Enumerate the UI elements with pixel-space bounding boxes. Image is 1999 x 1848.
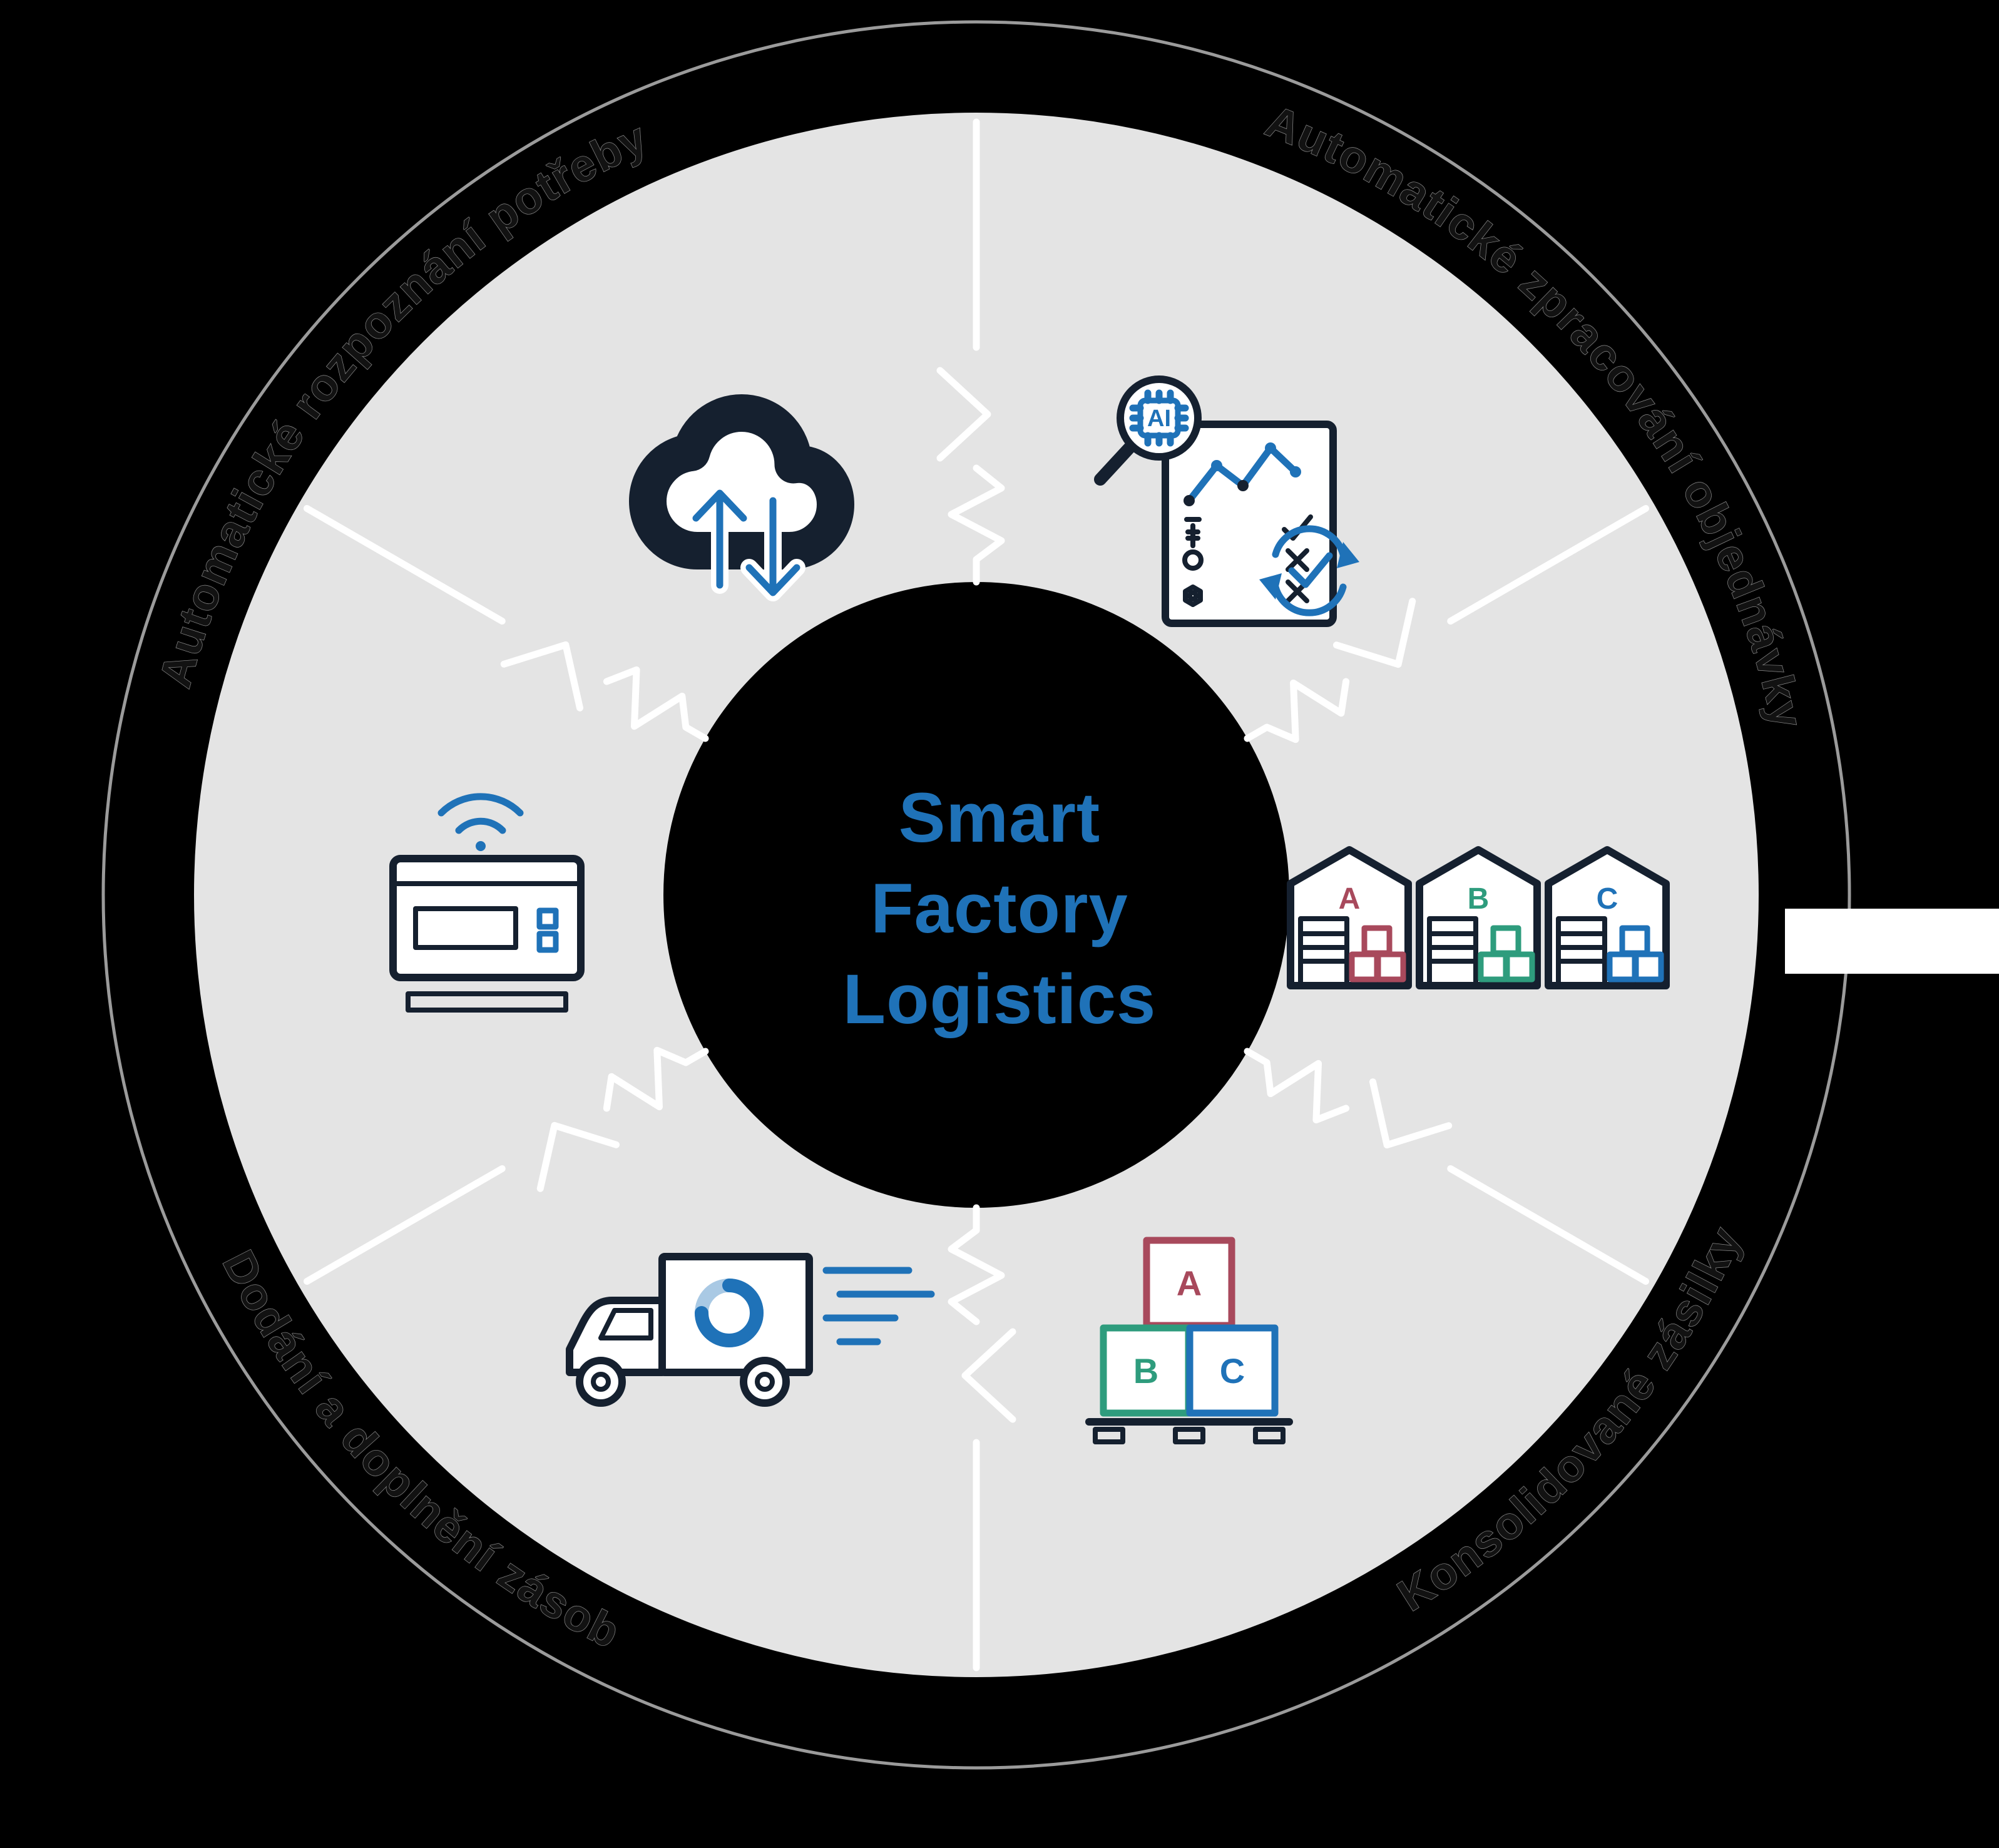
- chart-dot: [1237, 480, 1249, 491]
- page-background-strip: [1785, 909, 1999, 974]
- ai-order-processing-icon: AI: [1094, 375, 1359, 627]
- pallet-box-letter: A: [1177, 1263, 1202, 1303]
- smartbin-wifi-icon: [389, 793, 585, 1013]
- bolt-head-icon: [1182, 549, 1204, 571]
- screw-icon: [1184, 517, 1202, 548]
- sync-check-mark: [1288, 552, 1333, 588]
- logo-ring-arc: [695, 1279, 764, 1347]
- stock-box: [1607, 951, 1638, 983]
- sync-arrowhead: [1259, 573, 1282, 600]
- pallet-foot: [1173, 1427, 1205, 1444]
- hex-nut-icon: [1183, 585, 1203, 607]
- chart-dot: [1265, 442, 1276, 454]
- device-display: [413, 906, 518, 950]
- chart-dot: [1290, 466, 1301, 477]
- warehouse-c: C: [1545, 846, 1670, 989]
- delivery-truck-icon: [566, 1253, 935, 1407]
- warehouse-letter: A: [1339, 882, 1361, 916]
- rear-wheel-hub: [755, 1372, 775, 1392]
- wifi-arc: [437, 793, 524, 817]
- front-wheel: [576, 1357, 626, 1407]
- stock-box: [1490, 925, 1521, 956]
- download-arrow-icon: [745, 497, 800, 596]
- x-mark: [1286, 548, 1309, 572]
- pallet-foot: [1253, 1427, 1286, 1444]
- cloud-sync-icon: [629, 394, 854, 601]
- pallet-foot: [1093, 1427, 1125, 1444]
- shutter-door: [1427, 916, 1478, 988]
- warehouse-letter: C: [1597, 882, 1618, 916]
- center-title-line: Logistics: [843, 960, 1157, 1038]
- warehouse-a: A: [1287, 846, 1412, 989]
- shutter-door: [1298, 916, 1349, 988]
- wifi-dot: [476, 841, 486, 851]
- stock-box: [1504, 951, 1535, 983]
- ai-chip-label: AI: [1147, 406, 1171, 432]
- shutter-lines: [1298, 931, 1349, 964]
- stock-box: [1619, 925, 1650, 956]
- shutter-door: [1556, 916, 1607, 988]
- front-wheel-hub: [591, 1372, 611, 1392]
- shutter-lines: [1427, 931, 1478, 964]
- center-title-line: Smart: [899, 779, 1100, 857]
- shutter-lines: [1556, 931, 1607, 964]
- center-title: Smart Factory Logistics: [843, 779, 1157, 1038]
- warehouse-b: B: [1416, 846, 1541, 989]
- pallet-box-letter: B: [1133, 1351, 1158, 1391]
- chart-dot: [1184, 495, 1195, 506]
- wifi-arc: [455, 817, 506, 834]
- device-button: [536, 931, 559, 953]
- stock-box: [1375, 951, 1406, 983]
- upload-arrow-icon: [692, 489, 747, 589]
- pallet-box: [1186, 1324, 1279, 1417]
- stock-box: [1361, 925, 1393, 956]
- outer-outline-circle: [101, 20, 1851, 1770]
- sync-arrowhead: [1337, 542, 1359, 568]
- center-title-line: Factory: [871, 869, 1128, 947]
- ai-chip-pins: [1129, 389, 1189, 447]
- stock-box: [1349, 951, 1380, 983]
- device-button: [536, 907, 559, 930]
- magnifier-handle: [1094, 441, 1137, 486]
- warehouses-abc-icon: A B C: [1287, 846, 1670, 989]
- warehouse-letter: B: [1468, 882, 1490, 916]
- pallet-box-letter: C: [1220, 1351, 1245, 1391]
- cab-window: [598, 1308, 653, 1340]
- hex-nut-hole: [1187, 590, 1199, 601]
- stock-box: [1633, 951, 1664, 983]
- speed-lines: [822, 1267, 935, 1345]
- pallet-boxes-icon: A B C: [1085, 1237, 1293, 1444]
- chart-dot: [1211, 460, 1222, 471]
- rear-wheel: [740, 1357, 790, 1407]
- sync-arc-bottom: [1272, 583, 1347, 616]
- sync-arc-top: [1272, 525, 1347, 558]
- cargo-box: [658, 1253, 813, 1376]
- device-base: [406, 991, 568, 1013]
- stock-box: [1478, 951, 1509, 983]
